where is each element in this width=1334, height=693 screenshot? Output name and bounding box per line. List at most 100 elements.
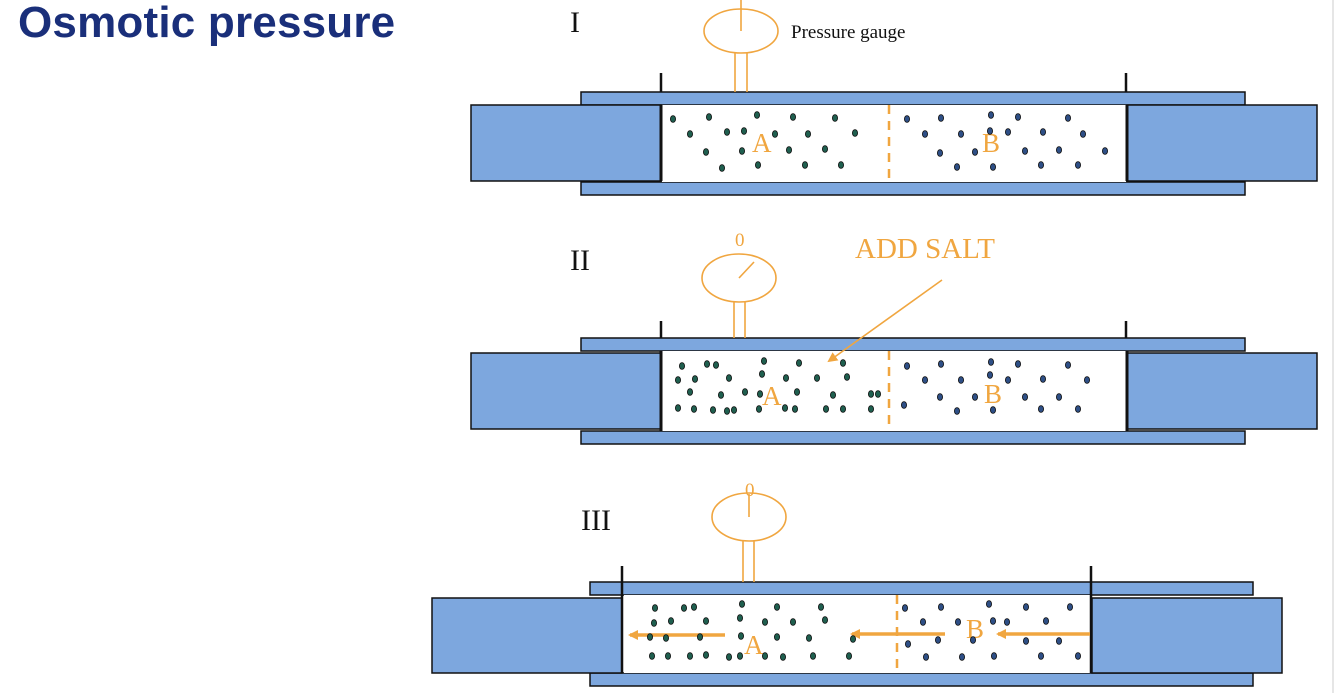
molecule (814, 374, 821, 382)
molecule (786, 146, 793, 154)
molecule (901, 401, 908, 409)
molecule (818, 603, 825, 611)
molecule (724, 407, 731, 415)
molecule (757, 390, 764, 398)
molecule (710, 406, 717, 414)
molecule (955, 618, 962, 626)
molecule (792, 405, 799, 413)
molecule (904, 362, 911, 370)
molecule (726, 653, 733, 661)
panel-2: II 0 ADD SALT A B (470, 230, 1318, 445)
molecule (810, 652, 817, 660)
panel-2-gauge-value: 0 (735, 230, 745, 251)
panel-1-top-wall (580, 91, 1246, 106)
molecule (806, 634, 813, 642)
molecule (920, 618, 927, 626)
molecule (794, 388, 801, 396)
molecule (1015, 113, 1022, 121)
molecule (668, 617, 675, 625)
panel-3-region-b-label: B (966, 614, 984, 644)
molecule (988, 111, 995, 119)
panel-1-right-piston (1126, 104, 1318, 182)
molecule (1038, 405, 1045, 413)
molecule (780, 653, 787, 661)
molecule (755, 161, 762, 169)
molecule (935, 636, 942, 644)
molecule (687, 130, 694, 138)
molecule (1075, 652, 1082, 660)
add-salt-arrow (827, 279, 943, 363)
molecule (772, 130, 779, 138)
molecule (987, 127, 994, 135)
molecule (724, 128, 731, 136)
molecule (663, 634, 670, 642)
molecule (651, 619, 658, 627)
molecule (679, 362, 686, 370)
molecule (1022, 393, 1029, 401)
add-salt-annotation: ADD SALT (855, 233, 995, 265)
molecule (805, 130, 812, 138)
panel-2-bottom-wall (580, 430, 1246, 445)
molecule (822, 616, 829, 624)
molecule (1075, 405, 1082, 413)
molecule (737, 614, 744, 622)
molecule (959, 653, 966, 661)
molecule (832, 114, 839, 122)
molecule (990, 163, 997, 171)
panel-2-top-wall (580, 337, 1246, 352)
molecule (1056, 637, 1063, 645)
molecule (1040, 375, 1047, 383)
panel-1-region-b-label: B (982, 128, 1000, 158)
molecule (904, 115, 911, 123)
molecule (703, 651, 710, 659)
molecule (954, 163, 961, 171)
molecule (905, 640, 912, 648)
molecule (703, 148, 710, 156)
panel-3-bottom-wall (589, 672, 1254, 687)
panel-1-region-a-label: A (752, 128, 772, 158)
panel-2-label: II (570, 244, 590, 277)
molecule (822, 145, 829, 153)
molecule (958, 130, 965, 138)
molecule (790, 618, 797, 626)
molecule (754, 111, 761, 119)
molecule (718, 391, 725, 399)
molecule (1080, 130, 1087, 138)
molecule (1023, 637, 1030, 645)
molecule (761, 357, 768, 365)
panel-2-pressure-gauge (701, 253, 777, 303)
panel-3-left-piston (431, 597, 623, 674)
molecule (840, 359, 847, 367)
molecule (1102, 147, 1109, 155)
panel-3-pressure-gauge (711, 492, 787, 542)
molecule (922, 376, 929, 384)
molecule (970, 636, 977, 644)
molecule (802, 161, 809, 169)
molecule (649, 652, 656, 660)
molecule (938, 360, 945, 368)
molecule (738, 632, 745, 640)
molecule (990, 617, 997, 625)
molecule (665, 652, 672, 660)
molecule (692, 375, 699, 383)
panel-1: I Pressure gauge A B (470, 0, 1318, 196)
molecule (922, 130, 929, 138)
panel-1-gauge-label: Pressure gauge (791, 22, 906, 43)
panel-1-left-piston (470, 104, 662, 182)
molecule (691, 405, 698, 413)
molecule (868, 390, 875, 398)
molecule (838, 161, 845, 169)
panel-2-molecules-a (675, 357, 882, 415)
panel-2-molecules-b (901, 358, 1091, 415)
slide-edge (1332, 0, 1334, 693)
molecule (1065, 114, 1072, 122)
panel-3-molecules-a (647, 600, 857, 661)
molecule (954, 407, 961, 415)
molecule (938, 603, 945, 611)
molecule (850, 635, 857, 643)
molecule (1075, 161, 1082, 169)
panel-1-molecules-b (904, 111, 1109, 171)
molecule (691, 603, 698, 611)
molecule (1023, 603, 1030, 611)
molecule (713, 361, 720, 369)
